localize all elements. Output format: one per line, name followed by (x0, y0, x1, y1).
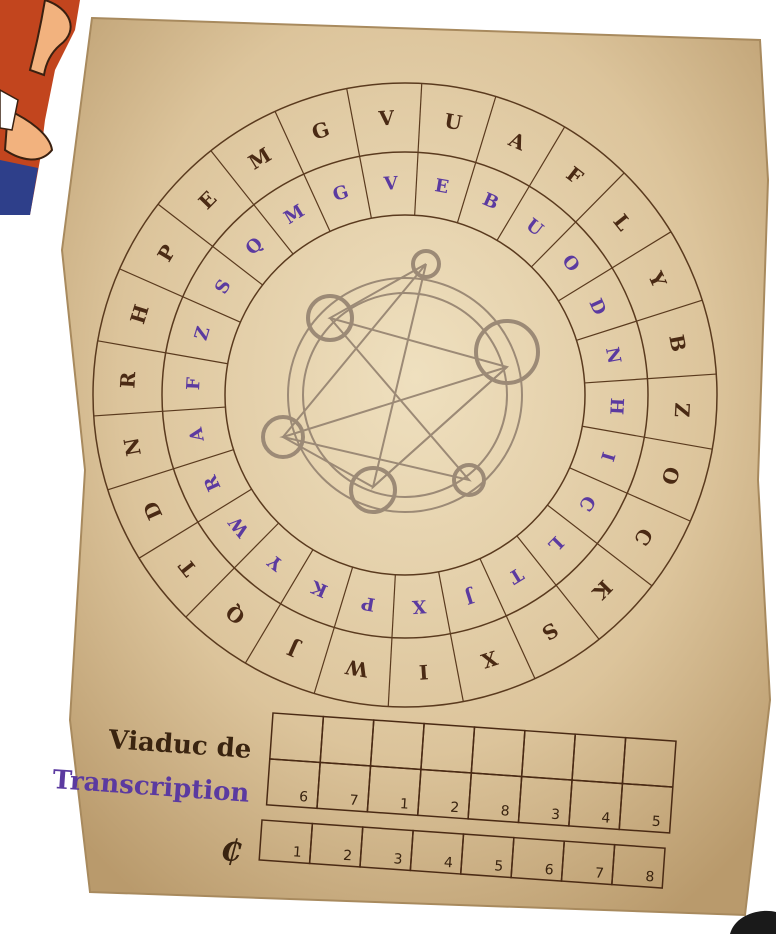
key-number: 5 (494, 858, 504, 875)
character-illustration (0, 0, 80, 215)
key-number: 6 (544, 862, 554, 879)
grid-number: 6 (299, 789, 309, 806)
outer-ring-letter: W (343, 654, 371, 682)
outer-ring-letter: R (115, 371, 140, 389)
grid-number: 2 (450, 800, 460, 817)
key-number: 8 (645, 869, 655, 886)
outer-ring-letter: V (377, 106, 396, 131)
inner-ring-letter: V (382, 173, 399, 195)
inner-ring-letter: X (411, 595, 426, 617)
key-number: 2 (343, 848, 353, 865)
grid-number: 3 (551, 807, 561, 824)
key-number: 3 (393, 851, 403, 868)
grid-number: 5 (651, 814, 661, 831)
key-symbol: ₵ (219, 833, 242, 869)
inner-ring-letter: F (183, 376, 205, 390)
outer-ring-letter: Z (670, 402, 695, 418)
key-number: 1 (292, 844, 302, 861)
grid-number: 8 (500, 803, 510, 820)
grid-number: 7 (349, 793, 359, 810)
outer-ring-letter: I (418, 660, 429, 685)
key-number: 7 (595, 865, 605, 882)
key-number: 4 (443, 855, 453, 872)
grid-number: 1 (399, 796, 409, 813)
grid-number: 4 (601, 810, 611, 827)
inner-ring-letter: H (605, 397, 627, 415)
